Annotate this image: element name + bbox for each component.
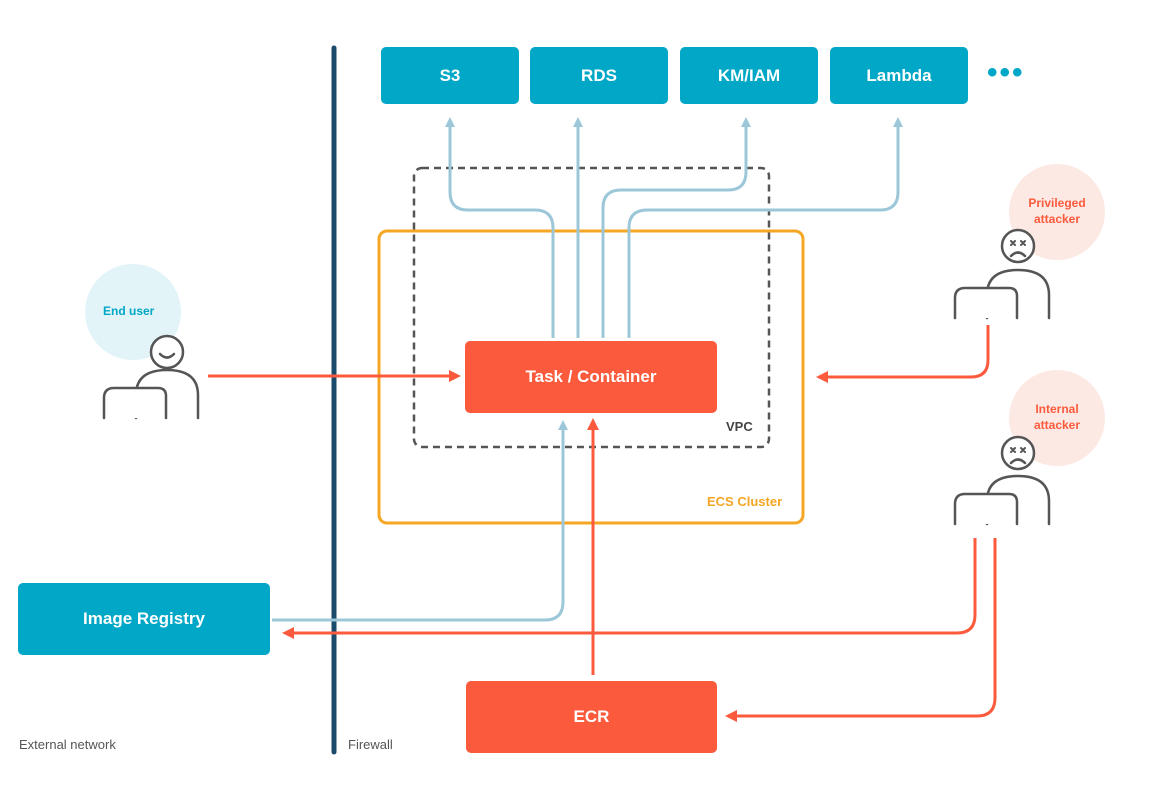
service-s3-label: S3 xyxy=(439,65,461,85)
task-container-box[interactable]: Task / Container xyxy=(465,341,717,413)
privileged-attacker-label-line2: attacker xyxy=(1033,212,1081,226)
ecr-label: ECR xyxy=(573,707,610,726)
internal-attacker-to-registry-arrow xyxy=(282,538,977,639)
task-container-label: Task / Container xyxy=(525,367,657,386)
task-to-s3-line xyxy=(445,117,555,338)
privileged-attacker-label: Privileged attacker xyxy=(1021,195,1093,227)
privileged-attacker-arrow xyxy=(816,325,990,383)
service-rds[interactable]: RDS xyxy=(530,47,668,104)
privileged-attacker-label-line1: Privileged xyxy=(1028,196,1086,210)
end-user-icon xyxy=(102,334,200,420)
privileged-attacker-icon xyxy=(953,228,1051,320)
more-services-indicator: ••• xyxy=(987,56,1025,89)
privileged-attacker-bubble xyxy=(1009,164,1105,260)
ecs-cluster-label: ECS Cluster xyxy=(707,494,783,509)
service-kmiam-label: KM/IAM xyxy=(717,65,781,85)
service-lambda-label: Lambda xyxy=(866,65,932,85)
external-network-label: External network xyxy=(19,737,116,752)
service-rds-label: RDS xyxy=(581,65,617,85)
internal-attacker-label: Internal attacker xyxy=(1021,401,1093,433)
internal-attacker-bubble xyxy=(1009,370,1105,466)
service-lambda[interactable]: Lambda xyxy=(830,47,968,104)
firewall-label: Firewall xyxy=(348,737,393,752)
service-s3[interactable]: S3 xyxy=(381,47,519,104)
end-user-bubble xyxy=(85,264,181,360)
task-to-lambda-line xyxy=(627,117,903,338)
task-to-kmiam-line xyxy=(601,117,751,338)
registry-to-task-line xyxy=(272,420,568,622)
internal-attacker-icon xyxy=(953,435,1051,526)
internal-attacker-to-ecr-arrow xyxy=(725,538,997,722)
ecr-box[interactable]: ECR xyxy=(466,681,717,753)
service-kmiam[interactable]: KM/IAM xyxy=(680,47,818,104)
image-registry-box[interactable]: Image Registry xyxy=(18,583,270,655)
end-user-label: End user xyxy=(103,304,155,318)
image-registry-label: Image Registry xyxy=(83,609,205,628)
internal-attacker-label-line1: Internal xyxy=(1035,402,1079,416)
vpc-label: VPC xyxy=(726,419,753,434)
internal-attacker-label-line2: attacker xyxy=(1033,418,1081,432)
